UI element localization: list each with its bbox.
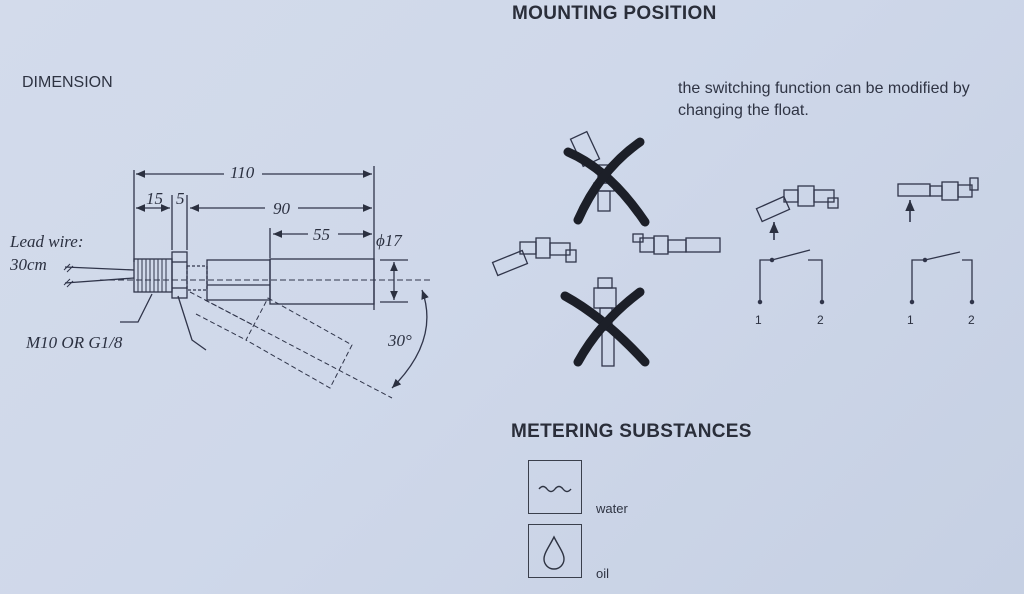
terminal-1b: 1 bbox=[907, 313, 914, 327]
dim-diameter: ϕ17 bbox=[376, 231, 403, 250]
lead-wire-label: Lead wire: bbox=[10, 232, 84, 251]
mounting-position-heading: MOUNTING POSITION bbox=[512, 3, 717, 24]
pivot-housing bbox=[186, 265, 208, 291]
oil-drop-icon bbox=[543, 535, 565, 570]
dim-5: 5 bbox=[176, 189, 185, 208]
dim-90: 90 bbox=[273, 199, 291, 218]
switch-variant-1 bbox=[755, 185, 839, 305]
hex-nut bbox=[171, 251, 188, 299]
mounting-diagram bbox=[491, 130, 979, 367]
dim-angle: 30° bbox=[387, 331, 412, 350]
terminal-2b: 2 bbox=[968, 313, 975, 327]
switching-note-line1: the switching function can be modified b… bbox=[678, 80, 970, 97]
switching-note: the switching function can be modified b… bbox=[678, 78, 970, 122]
water-label: water bbox=[596, 501, 628, 516]
thread-leader bbox=[120, 293, 153, 323]
dim-15: 15 bbox=[146, 189, 163, 208]
dimension-drawing bbox=[63, 166, 430, 399]
oil-label: oil bbox=[596, 566, 610, 581]
mount-right-ok bbox=[632, 233, 721, 255]
mount-bottom-wrong bbox=[560, 277, 650, 367]
nut-leader bbox=[177, 295, 207, 351]
metering-substances-heading: METERING SUBSTANCES bbox=[511, 421, 752, 442]
float bbox=[269, 258, 375, 305]
lead-length-label: 30cm bbox=[10, 255, 47, 274]
switch-variant-2 bbox=[897, 177, 979, 305]
mount-left-ok bbox=[491, 237, 577, 277]
mount-top-wrong bbox=[563, 130, 650, 227]
oil-box bbox=[528, 524, 582, 578]
water-box bbox=[528, 460, 582, 514]
dim-55: 55 bbox=[313, 225, 330, 244]
switching-note-line2: changing the float. bbox=[678, 102, 809, 119]
terminal-1a: 1 bbox=[755, 313, 762, 327]
dimension-heading: DIMENSION bbox=[22, 74, 113, 91]
thread-label: M10 OR G1/8 bbox=[26, 333, 123, 352]
terminal-2a: 2 bbox=[817, 313, 824, 327]
water-waves-icon bbox=[538, 485, 572, 493]
dim-110: 110 bbox=[230, 163, 255, 182]
